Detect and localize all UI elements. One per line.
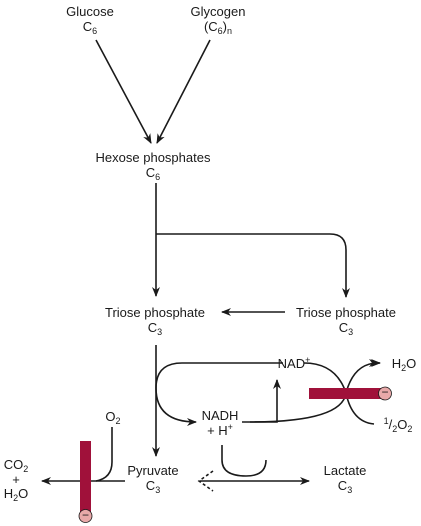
h2o-line: H2O	[3, 486, 29, 504]
arrow-nadh-to-nad	[242, 379, 281, 423]
inhibitor-circle-bottom	[78, 509, 93, 523]
triose-left-carbon: C3	[147, 320, 163, 337]
node-glucose: Glucose C6	[66, 4, 114, 36]
glycogen-name: Glycogen	[190, 4, 246, 19]
glycogen-formula: (C6)n	[203, 19, 233, 36]
inhibitor-oxidative	[78, 441, 93, 523]
pyruvate-name: Pyruvate	[127, 463, 179, 478]
inhibitor-circle-right	[378, 386, 392, 401]
inhibitor-electron-transport	[309, 386, 392, 401]
node-nadh: NADH + H+	[202, 408, 239, 440]
nadh-line2: + H+	[207, 422, 233, 438]
glucose-carbon: C6	[82, 19, 98, 36]
node-triose-phosphate-right: Triose phosphate C3	[296, 305, 396, 337]
arrow-hexose-to-triose-right	[156, 233, 350, 298]
lactate-carbon: C3	[337, 478, 353, 495]
arrow-nadh-to-lactate	[221, 445, 267, 477]
arrow-glucose-to-hexose	[95, 39, 152, 144]
triose-right-name: Triose phosphate	[296, 305, 396, 320]
co2-line: CO2	[3, 457, 29, 475]
node-triose-phosphate-left: Triose phosphate C3	[105, 305, 205, 337]
nadh-line1: NADH	[201, 408, 239, 423]
arrow-glycogen-to-hexose	[156, 39, 211, 144]
inhibitor-bar-horizontal	[309, 388, 385, 399]
hexose-carbon: C6	[145, 165, 161, 182]
inhibitor-symbol-right: −	[381, 385, 389, 399]
arrow-nad-to-nadh	[155, 362, 283, 426]
node-half-oxygen: 1/2O2	[383, 416, 413, 434]
lactate-name: Lactate	[323, 463, 367, 478]
node-glycogen: Glycogen (C6)n	[191, 4, 246, 36]
plus-line: +	[12, 472, 20, 487]
triose-right-carbon: C3	[338, 320, 354, 337]
hexose-name: Hexose phosphates	[95, 150, 211, 165]
arrow-lactate-to-pyruvate-dashed	[197, 470, 214, 492]
node-co2-h2o: CO2 + H2O	[3, 457, 29, 504]
node-water-top: H2O	[391, 356, 417, 373]
node-lactate: Lactate C3	[324, 463, 367, 495]
node-pyruvate: Pyruvate C3	[127, 463, 178, 495]
pyruvate-carbon: C3	[145, 478, 161, 495]
inhibitor-bar-vertical	[80, 441, 91, 516]
arrow-oxygen-input	[95, 427, 113, 482]
node-nad: NAD+	[277, 355, 311, 371]
node-hexose-phosphates: Hexose phosphates C6	[96, 150, 211, 182]
inhibitor-symbol-bottom: −	[81, 508, 90, 522]
triose-left-name: Triose phosphate	[105, 305, 205, 320]
glucose-name: Glucose	[66, 4, 114, 19]
node-oxygen: O2	[105, 409, 121, 426]
